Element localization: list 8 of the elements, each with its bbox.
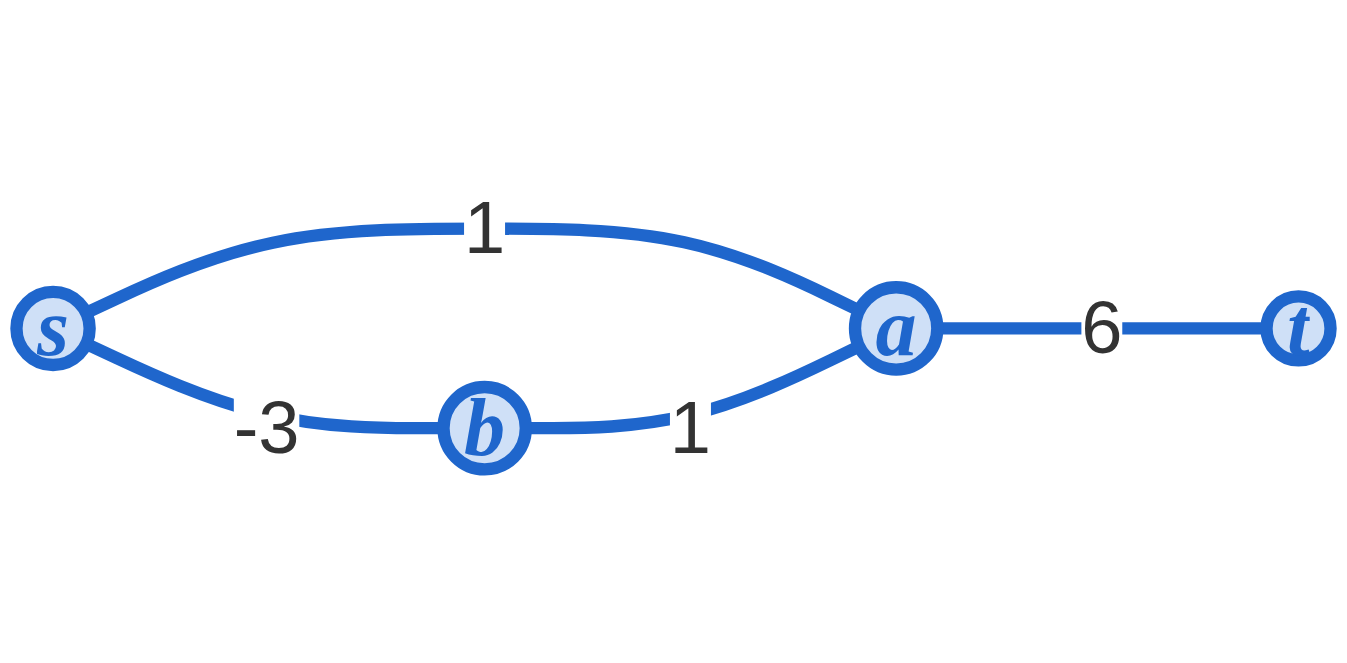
edge-label: 6 [1081,285,1123,370]
edge-label: -3 [233,384,300,470]
node-circle: t [1260,290,1337,367]
edge-label: 1 [464,185,506,270]
node-circle: s [10,285,96,372]
edge-label: 1 [669,384,712,470]
node-circle: b [437,380,532,476]
node-circle: a [848,281,944,376]
